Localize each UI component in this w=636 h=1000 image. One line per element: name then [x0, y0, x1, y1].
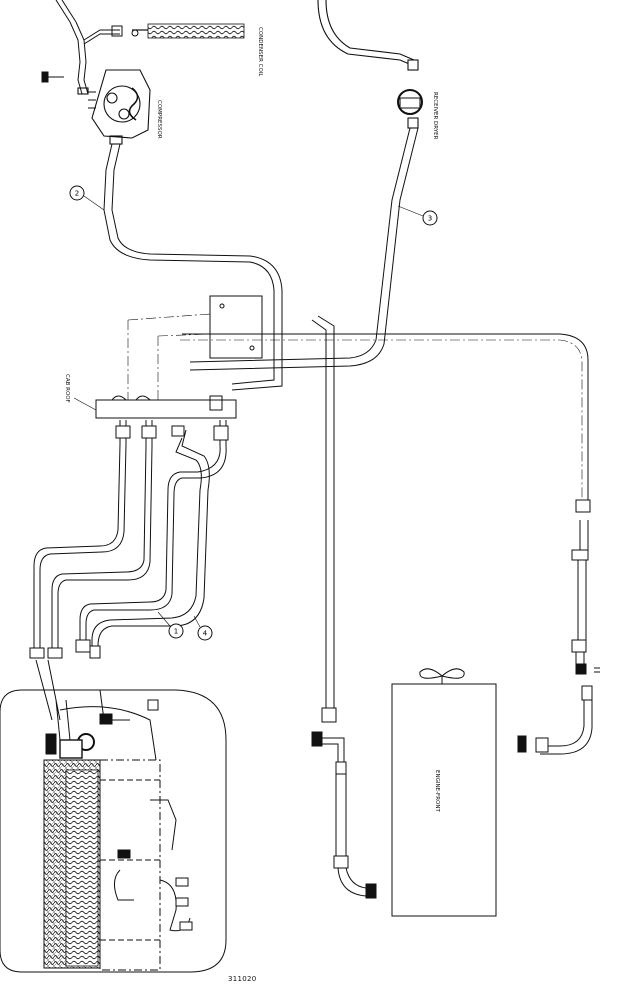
callout-4-circle [197, 625, 213, 641]
engine-block [391, 683, 497, 917]
cab-roof-label: CAB ROOF [64, 374, 70, 403]
engine-fan-icon [419, 668, 465, 684]
hose-4 [91, 429, 210, 647]
evaporator-plumbing [35, 659, 193, 971]
condenser-coil [131, 23, 245, 39]
callout-1: 1 [174, 628, 178, 636]
hose-1 [79, 420, 227, 640]
engine-front-label: ENGINE-FRONT [434, 770, 440, 812]
condenser-hose [41, 0, 123, 95]
callout-3-circle [422, 210, 438, 226]
hoses-left-group [29, 420, 229, 659]
callout-4: 4 [203, 630, 208, 638]
hose-2 [103, 143, 283, 391]
callout-3: 3 [428, 215, 432, 223]
hose-3 [189, 127, 419, 371]
center-engine-hose [311, 315, 377, 899]
cab-roof-bracket [95, 295, 263, 419]
figure-number: 311020 [228, 975, 257, 983]
right-return-hose [182, 333, 600, 755]
evaporator-core [43, 759, 101, 969]
callout-2-circle [69, 185, 85, 201]
callout-2: 2 [75, 190, 79, 198]
condenser-coil-label: CONDENSER COIL [257, 27, 263, 77]
receiver-dryer-label: RECEIVER DRYER [432, 92, 438, 140]
callout-1-circle [168, 623, 184, 639]
compressor-label: COMPRESSOR [156, 100, 162, 139]
compressor [77, 69, 151, 145]
receiver-dryer [317, 0, 423, 129]
cab-roof-leader [73, 397, 97, 411]
